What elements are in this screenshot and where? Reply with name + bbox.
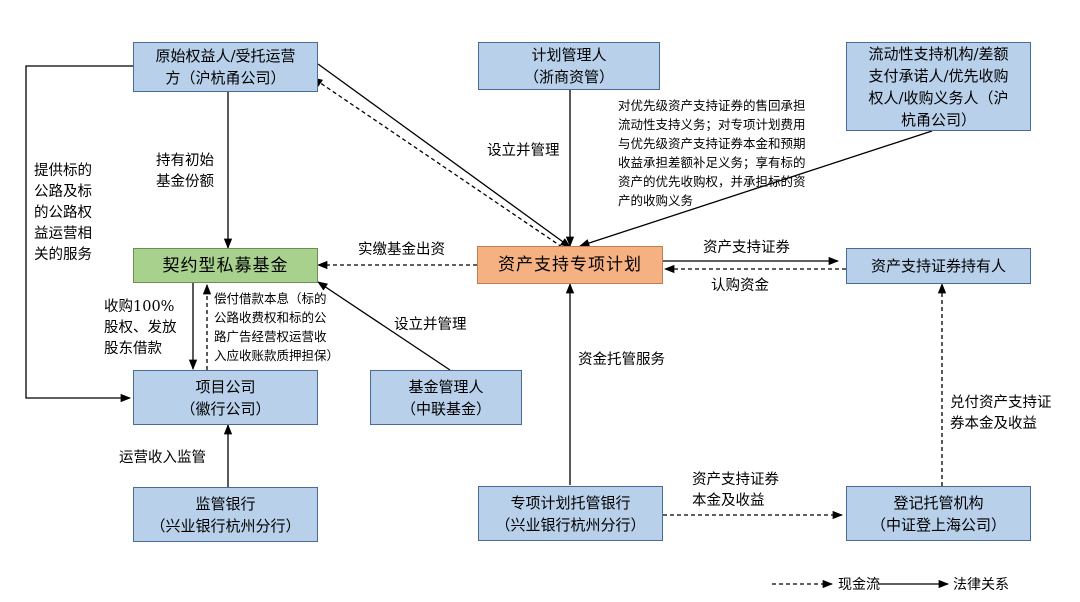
node-plan-manager: 计划管理人 （浙商资管） <box>478 42 660 90</box>
legend-cash-flow-label: 现金流 <box>838 577 880 593</box>
node-originator: 原始权益人/受托运营 方（沪杭甬公司） <box>133 42 318 92</box>
label-setup-manage-plan: 设立并管理 <box>487 143 560 159</box>
node-custodian-bank: 专项计划托管银行 （兴业银行杭州分行） <box>478 486 663 541</box>
node-abs-holders: 资产支持证券持有人 <box>846 248 1031 284</box>
arrow-liquidity-to-plan <box>579 130 933 248</box>
node-liquidity-provider: 流动性支持机构/差额 支付承诺人/优先收购 权人/收购义务人（沪 杭甬公司） <box>846 42 1031 131</box>
node-supervisor-bank: 监管银行 （兴业银行杭州分行） <box>133 487 318 542</box>
label-abs-securities: 资产支持证券 <box>703 240 790 256</box>
label-custody-service: 资金托管服务 <box>578 352 665 368</box>
label-liquidity-duties: 对优先级资产支持证券的售回承担 流动性支持义务；对专项计划费用 与优先级资产支持… <box>618 98 806 208</box>
node-private-fund: 契约型私募基金 <box>133 248 318 283</box>
label-principal-income: 资产支持证券 本金及收益 <box>692 472 779 509</box>
label-provide-services: 提供标的 公路及标 的公路权 益运营相 关的服务 <box>34 163 92 263</box>
arrow-services-to-project <box>25 65 133 403</box>
label-repay-loans: 偿付借款本息（标的 公路收费权和标的公 路广告经营权运营收 入应收账款质押担保） <box>214 291 340 363</box>
legend-legal-relation: 法律关系 <box>953 574 1009 594</box>
node-abs-plan: 资产支持专项计划 <box>477 246 663 284</box>
label-hold-initial-units: 持有初始 基金份额 <box>156 153 214 190</box>
label-paid-capital: 实缴基金出资 <box>358 242 445 258</box>
node-fund-manager: 基金管理人 （中联基金） <box>370 370 522 425</box>
legend-cash-flow: 现金流 <box>838 574 880 594</box>
label-redeem: 兑付资产支持证 券本金及收益 <box>950 395 1052 432</box>
label-subscription-funds: 认购资金 <box>711 278 769 294</box>
arrow-fundmanager-to-fund <box>317 281 451 371</box>
label-setup-manage-fund: 设立并管理 <box>394 317 467 333</box>
node-project-company: 项目公司 （徽行公司） <box>133 370 318 425</box>
node-registrar: 登记托管机构 （中证登上海公司） <box>846 486 1031 541</box>
legend-legal-relation-label: 法律关系 <box>953 577 1009 593</box>
arrow-plan-to-originator-cash <box>312 77 563 248</box>
label-acquire-equity: 收购100% 股权、发放 股东借款 <box>104 299 177 357</box>
arrow-originator-to-plan <box>317 63 571 248</box>
label-ops-supervision: 运营收入监管 <box>119 450 206 466</box>
